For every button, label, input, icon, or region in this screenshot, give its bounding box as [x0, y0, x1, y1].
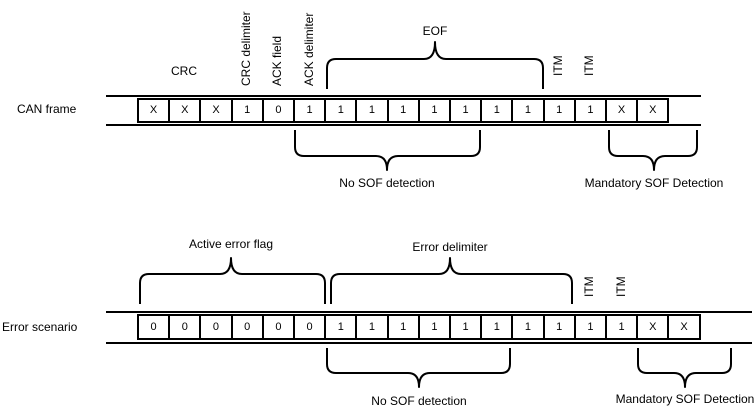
crc-label: CRC: [171, 64, 197, 78]
bit-cell: X: [667, 314, 701, 340]
itm-label: ITM: [582, 276, 597, 297]
bit-cell: X: [636, 314, 670, 340]
error-scenario-track: [106, 311, 752, 344]
bit-cell: 1: [511, 98, 545, 123]
bit-cell: 1: [449, 98, 483, 123]
bit-cell: 1: [605, 314, 639, 340]
bit-cell: 0: [199, 314, 233, 340]
bit-cell: 1: [293, 98, 327, 123]
ack-field-label: ACK field: [270, 35, 285, 86]
mandatory-sof-brace-bottom: [637, 348, 732, 388]
mandatory-sof-detection-label: Mandatory SOF Detection: [584, 176, 724, 190]
active-error-flag-brace: [139, 257, 326, 304]
bit-cell: X: [168, 98, 202, 123]
no-sof-detection-label: No SOF detection: [371, 394, 467, 408]
bit-cell: 1: [355, 314, 389, 340]
bit-cell: 0: [137, 314, 171, 340]
no-sof-brace-top: [294, 130, 481, 171]
no-sof-detection-label: No SOF detection: [339, 176, 435, 190]
eof-brace: [326, 41, 544, 89]
ack-delimiter-label: ACK delimiter: [301, 12, 316, 86]
bit-cell: X: [605, 98, 639, 123]
bit-cell: 1: [511, 314, 545, 340]
bit-cell: 0: [261, 314, 295, 340]
bit-cell: 1: [542, 98, 576, 123]
bit-cell: 1: [542, 314, 576, 340]
bit-cell: 1: [386, 314, 420, 340]
bit-cell: 0: [168, 314, 202, 340]
error-delimiter-label: Error delimiter: [412, 240, 488, 254]
mandatory-sof-detection-label: Mandatory SOF Detection: [615, 392, 755, 406]
bit-cell: 1: [417, 314, 451, 340]
error-delimiter-brace: [330, 257, 573, 304]
bit-cell: X: [636, 98, 670, 123]
bit-cell: 1: [324, 314, 358, 340]
no-sof-brace-bottom: [326, 348, 511, 388]
can-frame-track: [106, 95, 701, 126]
crc-delimiter-label: CRC delimiter: [239, 11, 254, 86]
bit-cell: 1: [355, 98, 389, 123]
eof-label: EOF: [422, 24, 448, 38]
bit-cell: 1: [449, 314, 483, 340]
row-label-error-scenario: Error scenario: [2, 320, 78, 334]
bit-cell: 1: [480, 314, 514, 340]
mandatory-sof-brace-top: [608, 130, 698, 171]
row-label-can-frame: CAN frame: [17, 102, 77, 116]
bit-cell: 1: [324, 98, 358, 123]
bit-cell: 0: [230, 314, 264, 340]
itm-label: ITM: [551, 55, 566, 76]
bit-cell: 1: [573, 314, 607, 340]
active-error-flag-label: Active error flag: [188, 237, 274, 251]
bit-cell: 1: [480, 98, 514, 123]
bit-cell: X: [137, 98, 171, 123]
itm-label: ITM: [613, 276, 628, 297]
bit-cell: X: [199, 98, 233, 123]
bit-cell: 0: [293, 314, 327, 340]
bit-cell: 1: [573, 98, 607, 123]
bit-cell: 1: [417, 98, 451, 123]
itm-label: ITM: [582, 55, 597, 76]
bit-cell: 1: [230, 98, 264, 123]
bit-cell: 0: [261, 98, 295, 123]
bit-cell: 1: [386, 98, 420, 123]
